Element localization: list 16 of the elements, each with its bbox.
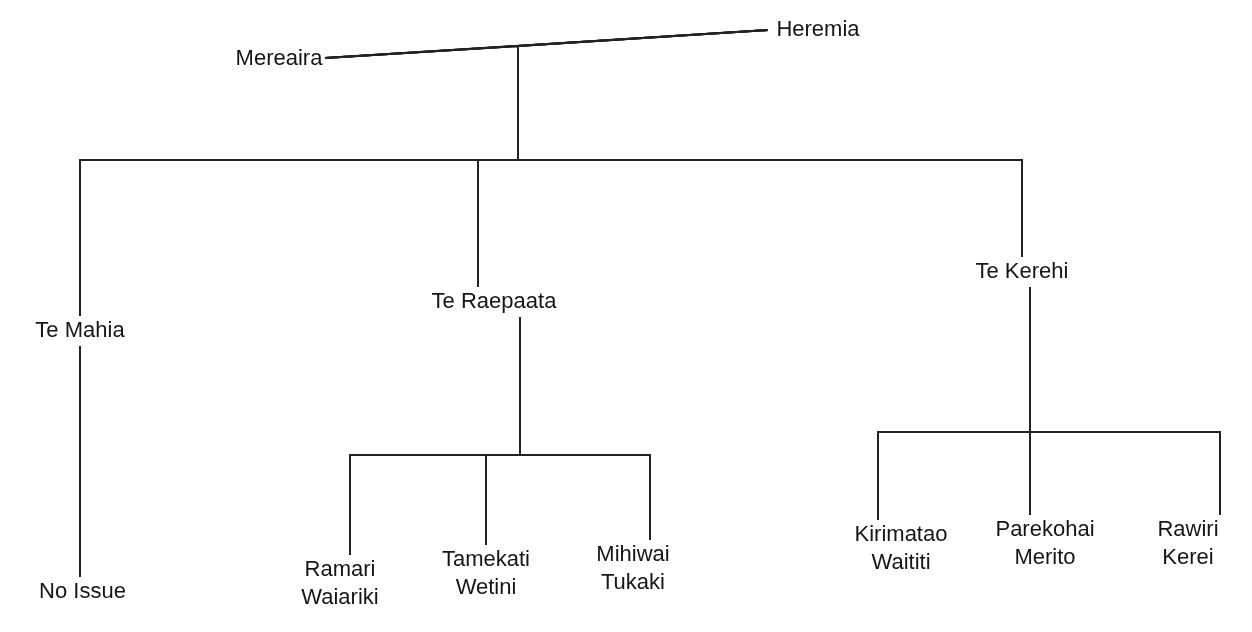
connector-line [79, 345, 81, 578]
person-name: Tamekati Wetini [428, 545, 544, 601]
person-name: Ramari Waiariki [290, 555, 390, 611]
connector-line [517, 29, 1023, 258]
person-name: Te Kerehi [962, 257, 1082, 285]
person-name: Te Mahia [10, 316, 150, 344]
person-name: Parekohai Merito [980, 515, 1110, 571]
person-name: No Issue [15, 577, 150, 605]
connector-line [519, 316, 651, 541]
person-name: Kirimatao Waititi [830, 520, 972, 576]
person-name: Rawiri Kerei [1143, 515, 1233, 571]
person-name: Te Raepaata [408, 287, 580, 315]
connector-line [1029, 286, 1221, 516]
person-name: Mihiwai Tukaki [584, 540, 682, 596]
person-name: Heremia [768, 15, 868, 43]
person-name: Mereaira [233, 44, 325, 72]
